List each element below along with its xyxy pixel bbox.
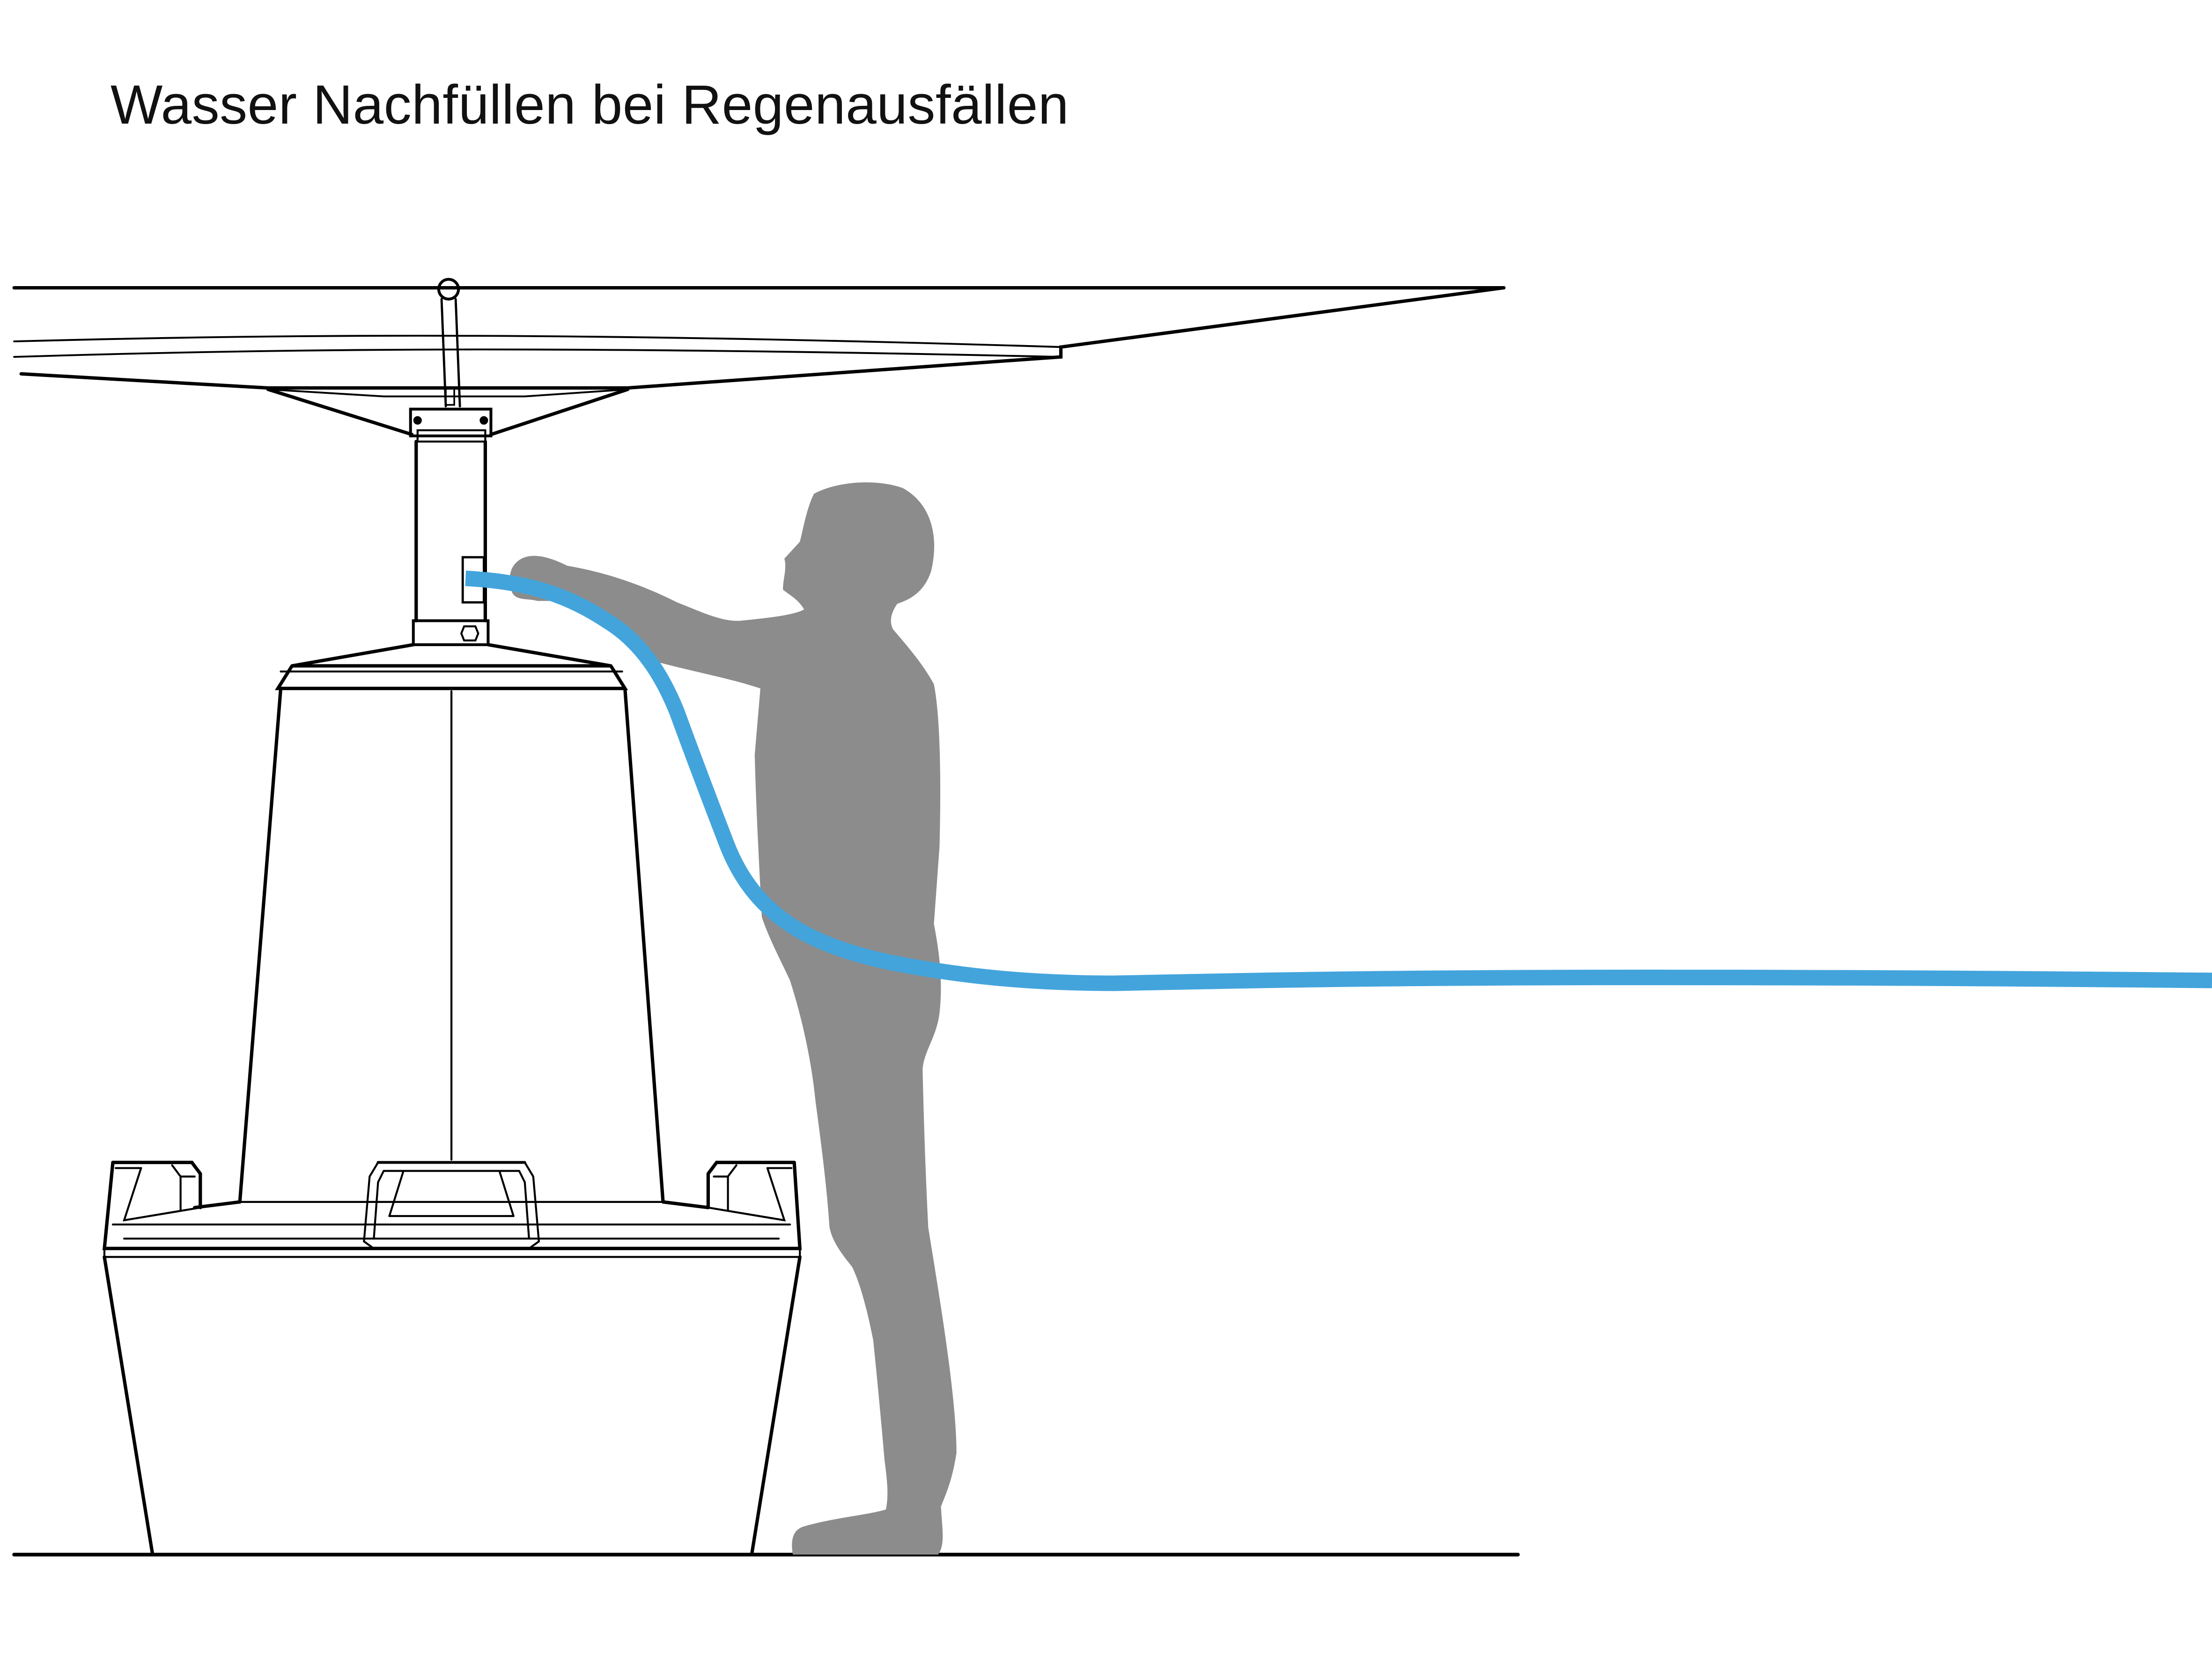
diagram-title: Wasser Nachfüllen bei Regenausfällen xyxy=(111,74,1069,136)
water-hose xyxy=(465,570,2212,991)
person-silhouette xyxy=(509,482,957,1555)
water-tank xyxy=(238,643,665,1204)
roof-canopy xyxy=(12,286,1506,436)
water-column xyxy=(412,440,490,646)
tank-base xyxy=(102,1160,802,1555)
pole-top xyxy=(409,278,493,443)
